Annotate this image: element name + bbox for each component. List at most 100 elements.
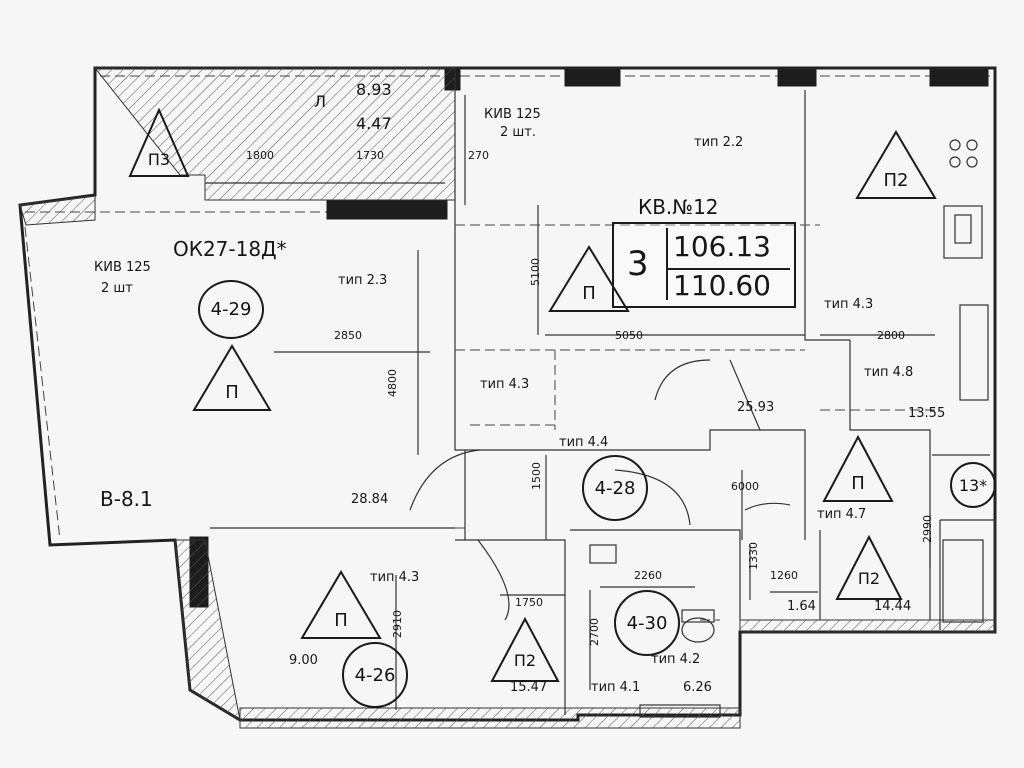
interior-wall-5	[455, 539, 566, 715]
type-4-3-a: тип 4.3	[824, 297, 874, 312]
room-tag-13: 13*	[950, 462, 996, 508]
room-area-2884: 28.84	[351, 492, 389, 507]
type-4-2: тип 4.2	[651, 652, 701, 667]
door-arc-6	[477, 539, 510, 621]
triangle-p2-right-label: П2	[857, 569, 881, 588]
window-mark: ОК27-18Д*	[173, 237, 287, 261]
toilet-tank	[681, 609, 715, 623]
right-bottom-hatch	[739, 619, 996, 633]
dimension-1500: 1500	[530, 462, 543, 490]
balcony-area-a: 8.93	[356, 80, 392, 99]
triangle-p2-top-shape	[855, 130, 937, 199]
door-arc-1	[409, 449, 481, 511]
kitchen-unit	[959, 304, 989, 401]
type-4-3-b: тип 4.3	[480, 377, 530, 392]
left-hatch-strip	[19, 195, 96, 226]
room-tag-4-28: 4-28	[582, 455, 648, 521]
balcony-area-b: 4.47	[356, 114, 392, 133]
dimension-1750: 1750	[515, 596, 543, 609]
room-area-1547: 15.47	[510, 680, 548, 695]
summary-divider-horizontal	[668, 268, 790, 270]
apartment-title: КВ.№12	[638, 195, 719, 219]
interior-wall-2	[560, 429, 806, 540]
triangle-p-left-label: П	[225, 382, 239, 403]
thick-wall-3	[777, 69, 817, 87]
triangle-p2-right: П2	[835, 534, 903, 603]
balcony-l: Л	[314, 92, 327, 111]
triangle-p-living-label: П	[582, 283, 596, 304]
stove-burner-1	[949, 139, 961, 151]
summary-divider-vertical	[666, 228, 668, 300]
room-tag-4-26: 4-26	[342, 642, 408, 708]
interior-wall-11	[940, 519, 996, 630]
type-4-4: тип 4.4	[559, 435, 609, 450]
triangle-p-hall: П	[822, 434, 894, 505]
dimension-1730: 1730	[356, 149, 384, 162]
room-area-900: 9.00	[289, 653, 318, 668]
triangle-p2-bottom-shape	[490, 616, 560, 682]
room-area-164: 1.64	[787, 599, 816, 614]
interior-wall-1	[454, 90, 560, 451]
dimension-5100: 5100	[529, 258, 542, 286]
thick-wall-2	[564, 69, 621, 87]
type-2-3: тип 2.3	[338, 273, 388, 288]
door-arc-2	[654, 359, 711, 401]
stove-burner-4	[966, 156, 978, 168]
type-4-1: тип 4.1	[591, 680, 641, 695]
triangle-p3: П3	[128, 107, 190, 180]
dimension-2800: 2800	[877, 329, 905, 342]
bathroom-vent	[639, 704, 721, 718]
triangle-p2-top-label: П2	[883, 170, 909, 191]
sink-counter	[943, 205, 983, 259]
triangle-p2-right-shape	[835, 534, 903, 600]
kiv-top-qty: 2 шт.	[500, 125, 537, 140]
kiv-top: КИВ 125	[484, 107, 541, 122]
dimension-1800: 1800	[246, 149, 274, 162]
triangle-p-hall-shape	[822, 434, 894, 502]
exterior-dash-left	[24, 226, 61, 541]
dimension-2850: 2850	[334, 329, 362, 342]
door-arc-5	[744, 502, 791, 511]
triangle-p-bottom-left: П	[300, 570, 382, 642]
triangle-p-bottom-left-label: П	[334, 610, 348, 631]
dimension-4800: 4800	[386, 369, 399, 397]
room-area-626: 6.26	[683, 680, 712, 695]
kiv-left-qty: 2 шт	[101, 281, 133, 296]
apartment-summary-box	[612, 222, 796, 308]
dimension-2700: 2700	[588, 618, 601, 646]
bottom-hatch	[239, 707, 741, 729]
dimension-1260: 1260	[770, 569, 798, 582]
triangle-p2-bottom-label: П2	[513, 651, 537, 670]
apartment-room-count: 3	[627, 244, 649, 284]
balcony-v81: В-8.1	[100, 487, 153, 511]
room-tag-4-29: 4-29	[198, 280, 264, 339]
triangle-p3-shape	[128, 107, 190, 177]
dimension-2260: 2260	[634, 569, 662, 582]
type-2-2: тип 2.2	[694, 135, 744, 150]
room-tag-4-30: 4-30	[614, 590, 680, 656]
door-arc-3	[729, 359, 761, 431]
triangle-p3-label: П3	[147, 150, 171, 169]
thick-wall-5	[326, 200, 448, 220]
type-4-8: тип 4.8	[864, 365, 914, 380]
dimension-270: 270	[468, 149, 489, 162]
triangle-p2-top: П2	[855, 130, 937, 202]
stove-burner-3	[949, 156, 961, 168]
type-4-3-c: тип 4.3	[370, 570, 420, 585]
room-area-1444: 14.44	[874, 599, 912, 614]
left-bottom-hatch	[174, 539, 241, 722]
interior-wall-6	[570, 529, 741, 620]
bath-unit	[942, 539, 984, 623]
triangle-p-living: П	[548, 245, 630, 315]
dimension-5050: 5050	[615, 329, 643, 342]
triangle-p-left-shape	[192, 344, 272, 411]
dimension-1330: 1330	[747, 542, 760, 570]
dimension-2990: 2990	[921, 515, 934, 543]
kiv-left: КИВ 125	[94, 260, 151, 275]
thick-wall-4	[929, 69, 989, 87]
dimension-2910: 2910	[391, 610, 404, 638]
interior-wall-3	[804, 90, 850, 341]
triangle-p-living-shape	[548, 245, 630, 312]
sink-basin	[954, 214, 972, 244]
